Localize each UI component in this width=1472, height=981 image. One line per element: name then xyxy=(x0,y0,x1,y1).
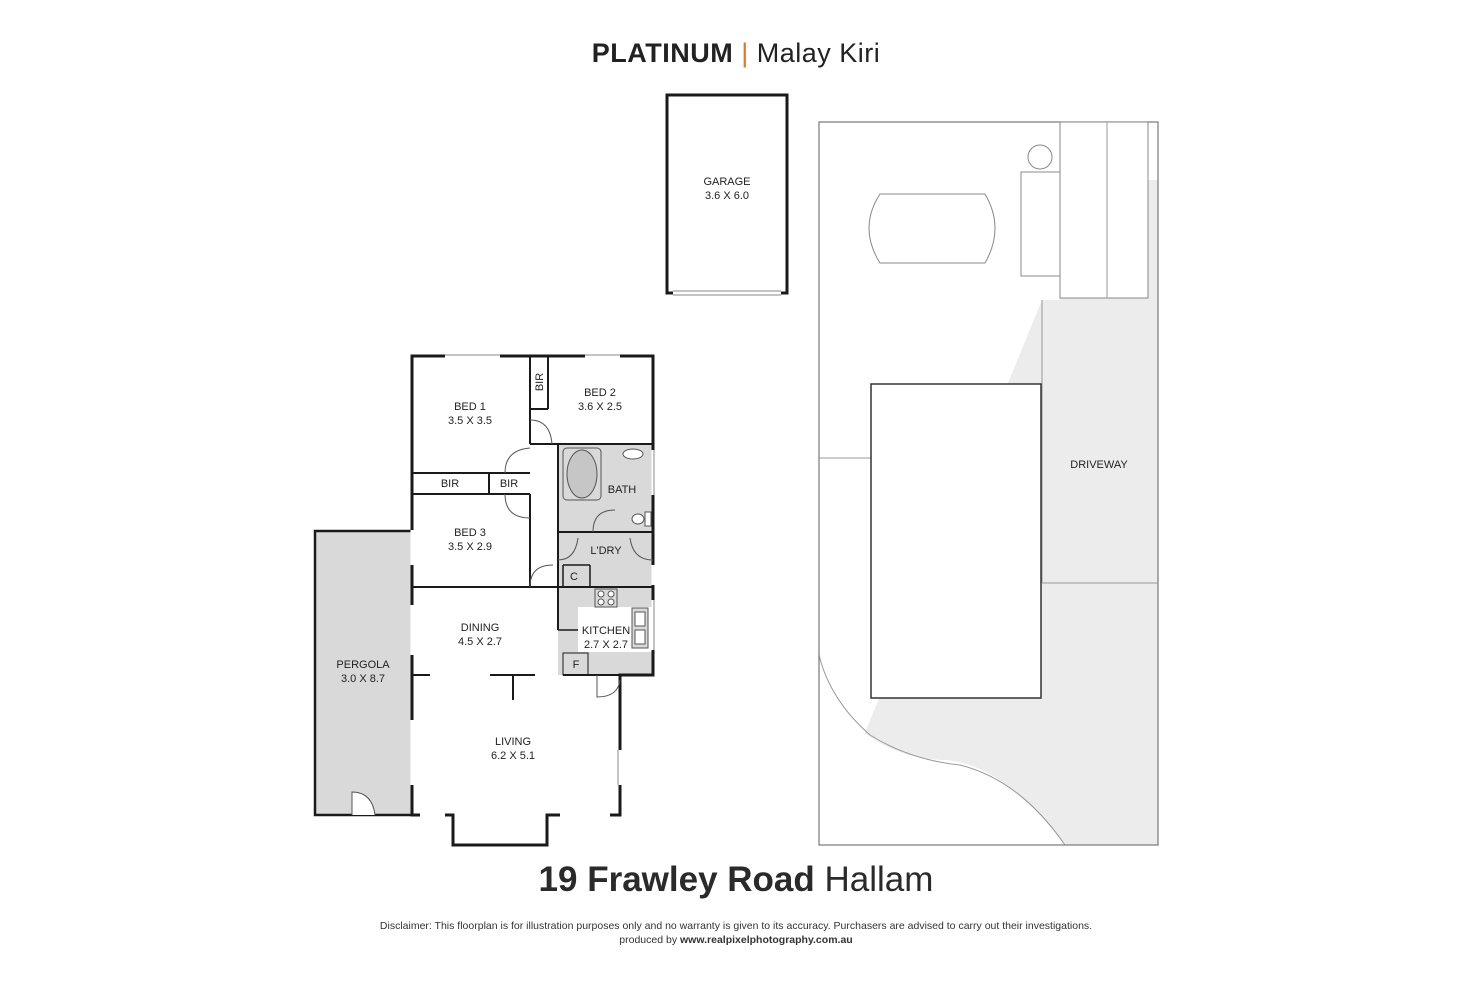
bed2-dims: 3.6 X 2.5 xyxy=(578,401,622,413)
header-separator: | xyxy=(741,38,749,68)
bed1-dims: 3.5 X 3.5 xyxy=(448,415,492,427)
house xyxy=(410,354,655,847)
produced-by-line: produced by www.realpixelphotography.com… xyxy=(0,933,1472,947)
pool xyxy=(868,193,996,264)
brand-name: PLATINUM xyxy=(591,38,734,68)
agent-name: Malay Kiri xyxy=(756,38,881,68)
bed2-name: BED 2 xyxy=(584,387,616,399)
pergola-name: PERGOLA xyxy=(336,659,390,671)
bath-fixtures xyxy=(562,447,652,527)
shed xyxy=(1059,121,1149,299)
bir-top-label: BIR xyxy=(534,373,546,391)
address-street: 19 Frawley Road xyxy=(538,860,815,899)
property-address: 19 Frawley Road Hallam xyxy=(0,860,1472,900)
produced-by-label: produced by xyxy=(619,934,678,946)
disclaimer: Disclaimer: This floorplan is for illust… xyxy=(0,919,1472,947)
disclaimer-text: Disclaimer: This floorplan is for illust… xyxy=(379,920,1093,932)
room-labels: BED 1 3.5 X 3.5 BED 2 3.6 X 2.5 BIR BIR … xyxy=(441,373,636,762)
dining-name: DINING xyxy=(461,622,500,634)
bir-right-label: BIR xyxy=(500,478,518,490)
property-boundary xyxy=(818,121,1159,846)
garage: GARAGE 3.6 X 6.0 xyxy=(665,93,789,296)
bed3-dims: 3.5 X 2.9 xyxy=(448,541,492,553)
living-dims: 6.2 X 5.1 xyxy=(491,750,535,762)
living-name: LIVING xyxy=(495,736,531,748)
bir-left-label: BIR xyxy=(441,478,459,490)
water-tank xyxy=(1027,144,1053,170)
kitchen-name: KITCHEN xyxy=(582,625,630,637)
garage-dims: 3.6 X 6.0 xyxy=(705,190,749,202)
pergola-dims: 3.0 X 8.7 xyxy=(341,673,385,685)
laundry-label: L'DRY xyxy=(590,545,622,557)
house-footprint xyxy=(870,383,1042,699)
garage-name: GARAGE xyxy=(703,176,750,188)
kitchen-fixtures xyxy=(594,588,649,649)
driveway-lower-left xyxy=(819,655,1065,845)
bed1-name: BED 1 xyxy=(454,401,486,413)
kitchen-dims: 2.7 X 2.7 xyxy=(584,639,628,651)
fridge-label: F xyxy=(573,659,580,671)
address-suburb: Hallam xyxy=(824,860,934,899)
bed3-name: BED 3 xyxy=(454,527,486,539)
website-link[interactable]: www.realpixelphotography.com.au xyxy=(680,934,853,946)
dining-dims: 4.5 X 2.7 xyxy=(458,636,502,648)
water-tank-box xyxy=(1020,171,1061,277)
driveway-label: DRIVEWAY xyxy=(1070,459,1128,471)
header-title: PLATINUM|Malay Kiri xyxy=(0,38,1472,69)
site-plan: DRIVEWAY xyxy=(818,121,1159,846)
pergola: PERGOLA 3.0 X 8.7 xyxy=(313,529,414,817)
front-lawn-curve xyxy=(818,654,1066,846)
cupboard-label: C xyxy=(570,571,578,583)
bath-label: BATH xyxy=(608,484,637,496)
